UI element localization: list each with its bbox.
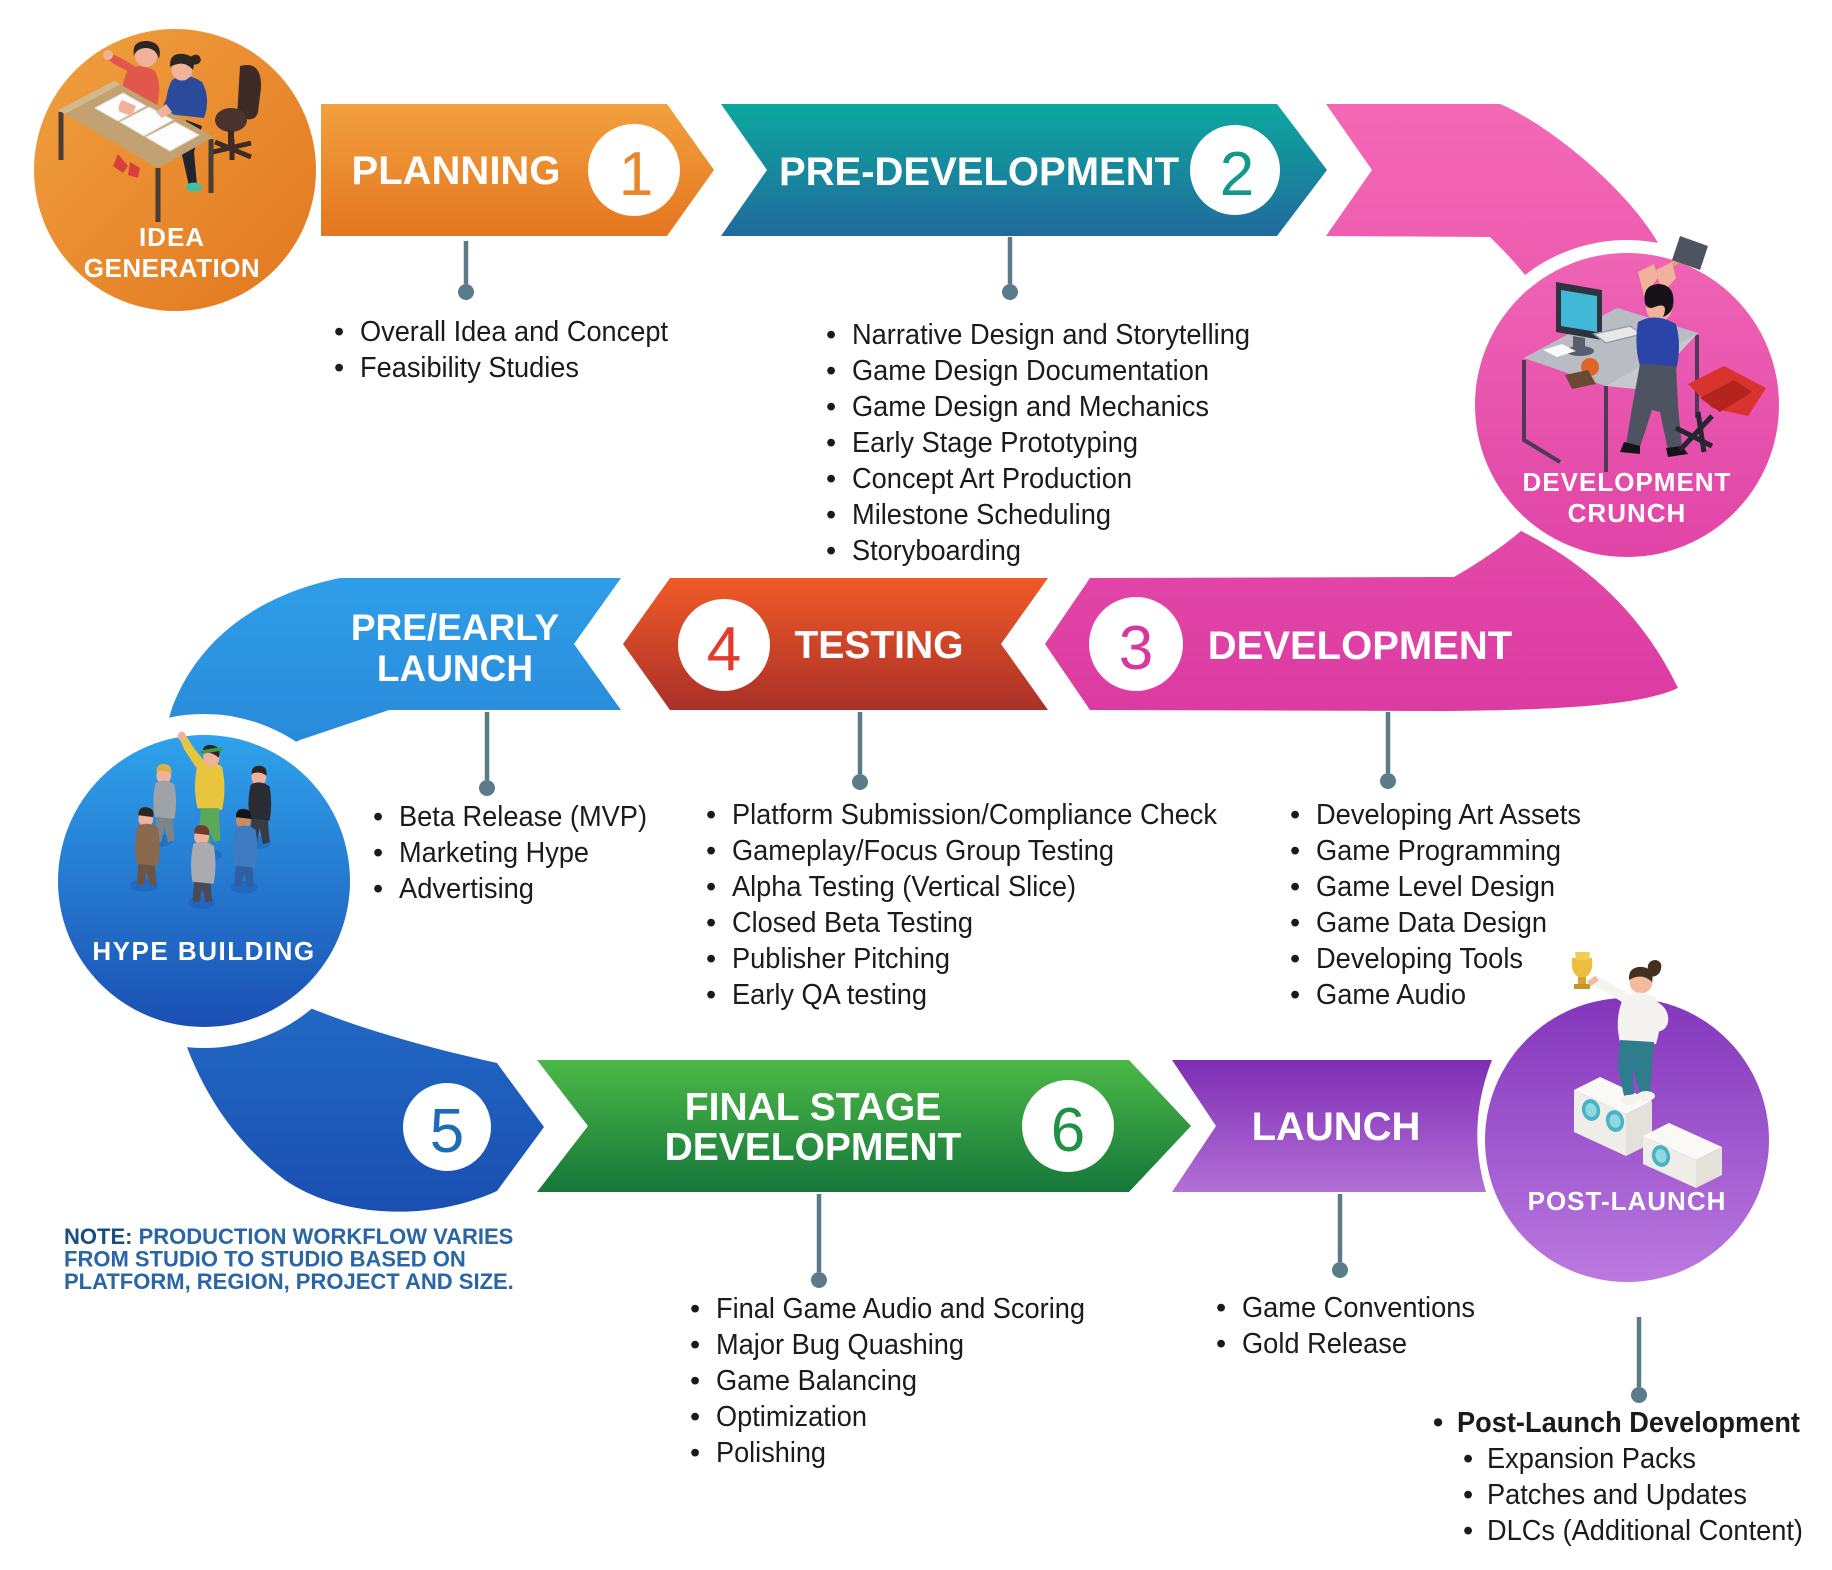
svg-text:Game Conventions: Game Conventions bbox=[1242, 1292, 1475, 1324]
svg-text:LAUNCH: LAUNCH bbox=[377, 648, 533, 689]
svg-text:•: • bbox=[1216, 1328, 1226, 1360]
svg-text:•: • bbox=[690, 1437, 700, 1469]
svg-text:•: • bbox=[706, 835, 716, 867]
svg-text:•: • bbox=[690, 1401, 700, 1433]
svg-text:Marketing Hype: Marketing Hype bbox=[399, 837, 589, 869]
svg-text:NOTE: PRODUCTION WORKFLOW VARI: NOTE: PRODUCTION WORKFLOW VARIES bbox=[64, 1224, 513, 1249]
svg-text:Developing Art Assets: Developing Art Assets bbox=[1316, 799, 1581, 831]
svg-text:•: • bbox=[826, 463, 836, 495]
svg-text:Game Audio: Game Audio bbox=[1316, 979, 1466, 1011]
svg-text:•: • bbox=[826, 535, 836, 567]
svg-text:•: • bbox=[1463, 1443, 1473, 1475]
svg-text:DLCs (Additional Content): DLCs (Additional Content) bbox=[1487, 1515, 1803, 1547]
svg-text:Early Stage Prototyping: Early Stage Prototyping bbox=[852, 427, 1138, 459]
svg-text:HYPE BUILDING: HYPE BUILDING bbox=[92, 936, 315, 966]
svg-text:•: • bbox=[1433, 1407, 1443, 1439]
svg-text:Patches and Updates: Patches and Updates bbox=[1487, 1479, 1747, 1511]
svg-text:Game Balancing: Game Balancing bbox=[716, 1365, 917, 1397]
svg-text:•: • bbox=[1290, 799, 1300, 831]
svg-text:Game Level Design: Game Level Design bbox=[1316, 871, 1555, 903]
svg-text:•: • bbox=[706, 871, 716, 903]
svg-text:PRE/EARLY: PRE/EARLY bbox=[351, 607, 560, 648]
svg-text:Concept Art Production: Concept Art Production bbox=[852, 463, 1132, 495]
svg-text:4: 4 bbox=[707, 615, 741, 684]
svg-text:Expansion Packs: Expansion Packs bbox=[1487, 1443, 1696, 1475]
svg-text:Feasibility Studies: Feasibility Studies bbox=[360, 352, 579, 384]
svg-text:•: • bbox=[690, 1365, 700, 1397]
svg-text:LAUNCH: LAUNCH bbox=[1252, 1105, 1421, 1149]
svg-text:TESTING: TESTING bbox=[794, 624, 963, 667]
svg-text:•: • bbox=[826, 499, 836, 531]
svg-text:Major Bug Quashing: Major Bug Quashing bbox=[716, 1329, 964, 1361]
svg-text:Developing Tools: Developing Tools bbox=[1316, 943, 1523, 975]
svg-text:Narrative Design and Storytell: Narrative Design and Storytelling bbox=[852, 319, 1250, 351]
svg-text:•: • bbox=[706, 943, 716, 975]
svg-text:•: • bbox=[373, 837, 383, 869]
svg-text:•: • bbox=[826, 427, 836, 459]
svg-text:Polishing: Polishing bbox=[716, 1437, 826, 1469]
svg-text:Alpha Testing (Vertical Slice): Alpha Testing (Vertical Slice) bbox=[732, 871, 1076, 903]
svg-text:•: • bbox=[690, 1329, 700, 1361]
svg-text:Game Design and Mechanics: Game Design and Mechanics bbox=[852, 391, 1209, 423]
svg-text:•: • bbox=[706, 799, 716, 831]
svg-text:•: • bbox=[1216, 1292, 1226, 1324]
svg-text:Milestone Scheduling: Milestone Scheduling bbox=[852, 499, 1111, 531]
svg-text:6: 6 bbox=[1051, 1096, 1085, 1165]
svg-text:Beta Release (MVP): Beta Release (MVP) bbox=[399, 801, 647, 833]
svg-text:IDEA: IDEA bbox=[139, 222, 205, 252]
svg-text:CRUNCH: CRUNCH bbox=[1568, 498, 1687, 528]
svg-text:PLANNING: PLANNING bbox=[352, 149, 561, 193]
svg-text:5: 5 bbox=[430, 1097, 464, 1166]
svg-text:Early QA testing: Early QA testing bbox=[732, 979, 927, 1011]
svg-text:PLATFORM, REGION, PROJECT AND: PLATFORM, REGION, PROJECT AND SIZE. bbox=[64, 1269, 514, 1294]
svg-text:•: • bbox=[706, 907, 716, 939]
svg-text:•: • bbox=[1463, 1479, 1473, 1511]
svg-text:FINAL STAGE: FINAL STAGE bbox=[685, 1086, 941, 1129]
svg-text:Game Programming: Game Programming bbox=[1316, 835, 1561, 867]
svg-text:DEVELOPMENT: DEVELOPMENT bbox=[1523, 467, 1732, 497]
svg-text:•: • bbox=[334, 316, 344, 348]
svg-text:•: • bbox=[1290, 907, 1300, 939]
svg-text:Platform Submission/Compliance: Platform Submission/Compliance Check bbox=[732, 799, 1217, 831]
svg-text:•: • bbox=[334, 352, 344, 384]
svg-text:1: 1 bbox=[619, 140, 653, 209]
svg-text:•: • bbox=[706, 979, 716, 1011]
svg-text:Optimization: Optimization bbox=[716, 1401, 867, 1433]
svg-text:•: • bbox=[826, 319, 836, 351]
svg-text:Gameplay/Focus Group Testing: Gameplay/Focus Group Testing bbox=[732, 835, 1114, 867]
svg-text:Storyboarding: Storyboarding bbox=[852, 535, 1021, 567]
svg-text:Overall Idea and Concept: Overall Idea and Concept bbox=[360, 316, 668, 348]
svg-text:•: • bbox=[373, 873, 383, 905]
svg-text:•: • bbox=[1463, 1515, 1473, 1547]
svg-text:•: • bbox=[1290, 943, 1300, 975]
svg-text:•: • bbox=[826, 355, 836, 387]
svg-text:•: • bbox=[826, 391, 836, 423]
svg-text:Final Game Audio and Scoring: Final Game Audio and Scoring bbox=[716, 1293, 1085, 1325]
svg-text:Advertising: Advertising bbox=[399, 873, 534, 905]
svg-text:PRE-DEVELOPMENT: PRE-DEVELOPMENT bbox=[779, 150, 1179, 194]
svg-text:Game Design Documentation: Game Design Documentation bbox=[852, 355, 1209, 387]
svg-text:Game Data Design: Game Data Design bbox=[1316, 907, 1547, 939]
svg-text:GENERATION: GENERATION bbox=[84, 253, 260, 283]
svg-text:Publisher Pitching: Publisher Pitching bbox=[732, 943, 950, 975]
svg-text:POST-LAUNCH: POST-LAUNCH bbox=[1528, 1186, 1727, 1216]
svg-text:2: 2 bbox=[1220, 140, 1254, 209]
svg-text:Post-Launch Development: Post-Launch Development bbox=[1457, 1407, 1800, 1439]
svg-text:DEVELOPMENT: DEVELOPMENT bbox=[665, 1126, 962, 1169]
svg-text:DEVELOPMENT: DEVELOPMENT bbox=[1208, 624, 1512, 668]
svg-text:FROM STUDIO TO STUDIO BASED ON: FROM STUDIO TO STUDIO BASED ON bbox=[64, 1247, 466, 1272]
svg-text:Gold Release: Gold Release bbox=[1242, 1328, 1407, 1360]
svg-text:Closed Beta Testing: Closed Beta Testing bbox=[732, 907, 973, 939]
svg-text:•: • bbox=[1290, 871, 1300, 903]
svg-text:•: • bbox=[1290, 835, 1300, 867]
svg-text:•: • bbox=[1290, 979, 1300, 1011]
svg-text:•: • bbox=[690, 1293, 700, 1325]
svg-text:3: 3 bbox=[1119, 614, 1153, 683]
svg-text:•: • bbox=[373, 801, 383, 833]
